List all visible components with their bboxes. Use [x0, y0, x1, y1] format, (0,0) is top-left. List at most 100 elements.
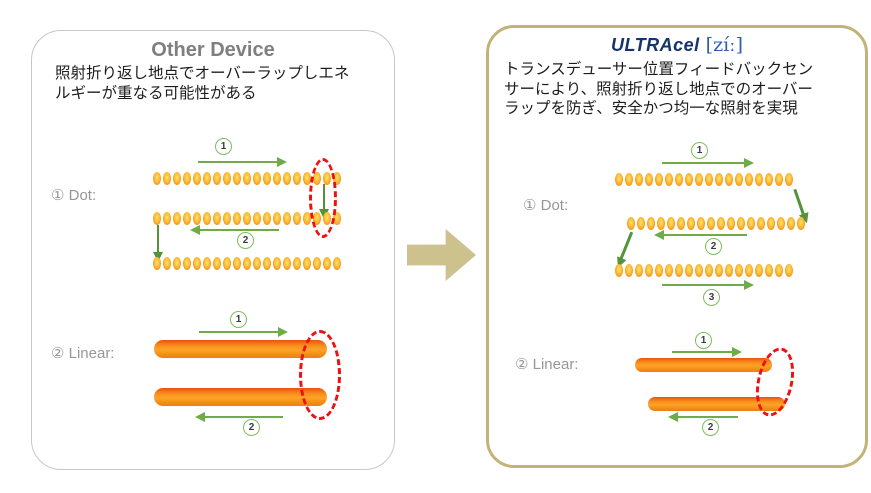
- treatment-dot: [193, 212, 201, 225]
- treatment-dot: [243, 172, 251, 185]
- treatment-dot: [637, 217, 645, 230]
- treatment-dot: [717, 217, 725, 230]
- treatment-dot: [303, 212, 311, 225]
- pass-arrow-left-icon: [668, 411, 738, 422]
- pass-arrow-right-icon: [662, 157, 754, 168]
- treatment-dot: [657, 217, 665, 230]
- dot-row: [153, 257, 341, 270]
- treatment-dot: [615, 173, 623, 186]
- treatment-dot: [283, 257, 291, 270]
- treatment-dot: [775, 264, 783, 277]
- step-number-badge: 2: [702, 419, 719, 436]
- turnaround-arrow-down-icon: [153, 225, 163, 262]
- treatment-dot: [273, 257, 281, 270]
- overlap-highlight-ellipse-icon: [299, 330, 341, 420]
- pass-arrow-left-icon: [654, 229, 747, 240]
- pass-arrow-left-icon: [190, 224, 279, 235]
- treatment-dot: [687, 217, 695, 230]
- treatment-dot: [765, 173, 773, 186]
- treatment-dot: [647, 217, 655, 230]
- treatment-dot: [173, 212, 181, 225]
- treatment-dot: [695, 264, 703, 277]
- treatment-dot: [173, 172, 181, 185]
- treatment-dot: [775, 173, 783, 186]
- linear-treatment-bar: [154, 340, 327, 358]
- treatment-dot: [785, 173, 793, 186]
- transition-arrow-icon: [407, 229, 476, 281]
- treatment-dot: [675, 264, 683, 277]
- panel-title: Other Device: [151, 39, 275, 61]
- step-number-badge: 3: [703, 289, 720, 306]
- pass-arrow-right-icon: [198, 156, 287, 167]
- treatment-dot: [163, 212, 171, 225]
- turnaround-arrow-down-left-icon: [619, 231, 634, 260]
- treatment-dot: [273, 172, 281, 185]
- treatment-dot: [153, 172, 161, 185]
- treatment-dot: [735, 173, 743, 186]
- treatment-dot: [333, 172, 341, 185]
- linear-treatment-bar: [154, 388, 327, 406]
- treatment-dot: [665, 173, 673, 186]
- treatment-dot: [333, 212, 341, 225]
- step-number-badge: 1: [215, 138, 232, 155]
- treatment-dot: [675, 173, 683, 186]
- treatment-dot: [233, 212, 241, 225]
- treatment-dot: [263, 257, 271, 270]
- brand-phonetic: [zíː]: [705, 34, 743, 56]
- treatment-dot: [253, 172, 261, 185]
- treatment-dot: [183, 212, 191, 225]
- treatment-dot: [213, 212, 221, 225]
- treatment-dot: [645, 264, 653, 277]
- treatment-dot: [715, 264, 723, 277]
- treatment-dot: [685, 264, 693, 277]
- treatment-dot: [283, 212, 291, 225]
- treatment-dot: [625, 173, 633, 186]
- treatment-dot: [213, 172, 221, 185]
- treatment-dot: [737, 217, 745, 230]
- treatment-dot: [243, 212, 251, 225]
- dot-row: [627, 217, 805, 230]
- treatment-dot: [313, 257, 321, 270]
- treatment-dot: [665, 264, 673, 277]
- treatment-dot: [163, 172, 171, 185]
- treatment-dot: [323, 257, 331, 270]
- treatment-dot: [223, 172, 231, 185]
- treatment-dot: [755, 264, 763, 277]
- treatment-dot: [203, 172, 211, 185]
- treatment-dot: [263, 172, 271, 185]
- overlap-highlight-ellipse-icon: [309, 158, 337, 238]
- treatment-dot: [757, 217, 765, 230]
- pass-arrow-right-icon: [672, 346, 742, 357]
- treatment-dot: [735, 264, 743, 277]
- turnaround-arrow-down-right-icon: [793, 188, 805, 216]
- dot-row: [615, 264, 793, 277]
- treatment-dot: [253, 257, 261, 270]
- treatment-dot: [695, 173, 703, 186]
- treatment-dot: [615, 264, 623, 277]
- treatment-dot: [697, 217, 705, 230]
- treatment-dot: [203, 212, 211, 225]
- description-line: トランスデューサー位置フィードバックセン: [504, 61, 814, 78]
- treatment-dot: [667, 217, 675, 230]
- treatment-dot: [715, 173, 723, 186]
- treatment-dot: [203, 257, 211, 270]
- linear-section-label: ② Linear:: [515, 356, 579, 373]
- treatment-dot: [293, 172, 301, 185]
- treatment-dot: [293, 212, 301, 225]
- treatment-dot: [233, 172, 241, 185]
- treatment-dot: [223, 257, 231, 270]
- treatment-dot: [183, 172, 191, 185]
- treatment-dot: [777, 217, 785, 230]
- treatment-dot: [787, 217, 795, 230]
- treatment-dot: [213, 257, 221, 270]
- treatment-dot: [707, 217, 715, 230]
- step-number-badge: 2: [243, 419, 260, 436]
- step-number-badge: 1: [230, 311, 247, 328]
- linear-section-label: ② Linear:: [51, 345, 115, 362]
- dot-section-label: ① Dot:: [523, 197, 569, 214]
- treatment-dot: [745, 264, 753, 277]
- treatment-dot: [627, 217, 635, 230]
- treatment-dot: [193, 172, 201, 185]
- treatment-dot: [263, 212, 271, 225]
- treatment-dot: [253, 212, 261, 225]
